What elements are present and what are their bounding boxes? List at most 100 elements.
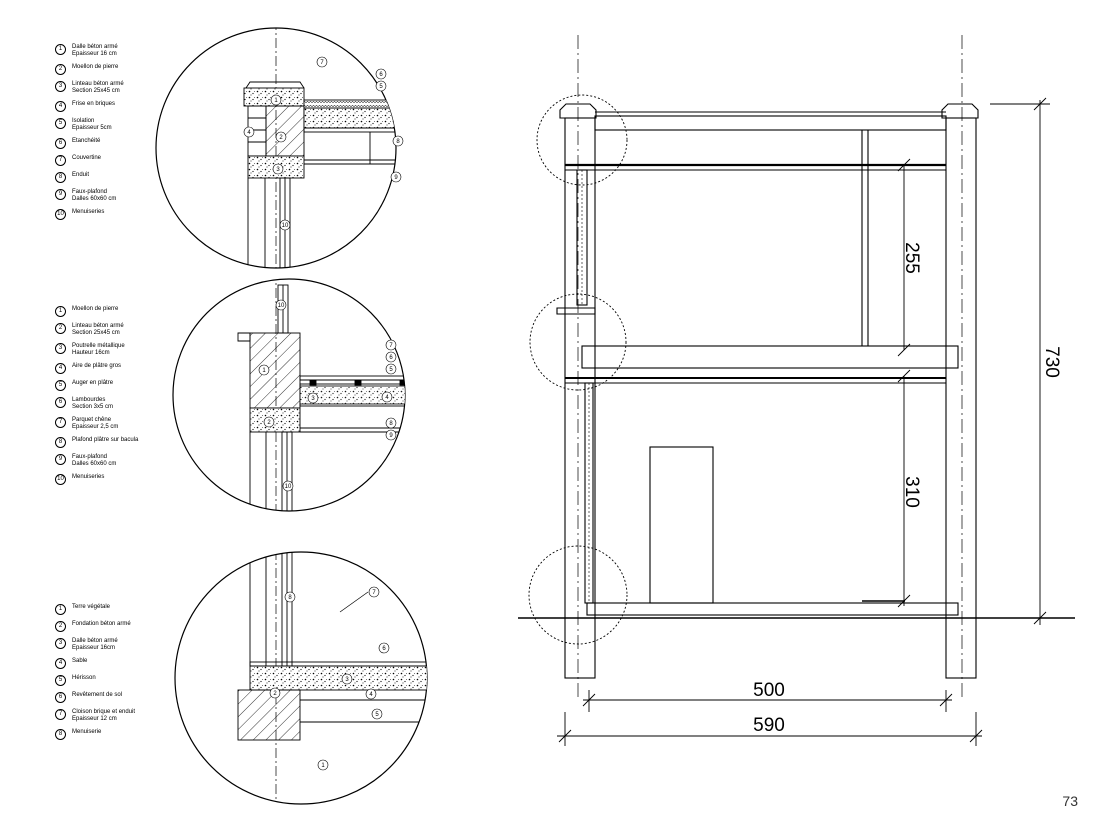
legend-label: Auger en plâtre — [72, 380, 113, 387]
legend-label-line: Hauteur 16cm — [72, 350, 110, 356]
legend-label: Menuiserie — [72, 729, 101, 736]
legend-label-line: Linteau béton armé — [72, 323, 124, 329]
legend-number-badge: 4 — [55, 658, 66, 669]
dimension-ground-floor: 310 — [901, 476, 922, 508]
legend-label-line: Terre végétale — [72, 604, 111, 610]
legend-label: Fondation béton armé — [72, 621, 131, 628]
legend-label-line: Lambourdes — [72, 397, 106, 403]
svg-text:4: 4 — [247, 130, 251, 136]
legend-label: Couvertine — [72, 155, 101, 162]
dimension-lines — [557, 97, 1050, 746]
legend-label-line: Menuiseries — [72, 209, 105, 215]
detail-floor-callouts: 10 7 6 5 1 4 3 2 8 9 10 — [258, 299, 397, 492]
legend-label-line: Fondation béton armé — [72, 621, 131, 627]
legend-number-badge: 5 — [55, 118, 66, 129]
svg-text:6: 6 — [382, 646, 386, 652]
legend-label-line: Epaisseur 12 cm — [72, 716, 117, 722]
dimension-total-height: 730 — [1041, 346, 1062, 378]
legend-item: 4 Sable — [55, 658, 185, 669]
legend-label-line: Linteau béton armé — [72, 81, 124, 87]
detail-floor: 10 7 6 5 1 4 3 2 8 9 10 — [172, 278, 406, 512]
legend-item: 8 Menuiserie — [55, 729, 185, 740]
svg-text:10: 10 — [282, 223, 289, 229]
svg-text:6: 6 — [389, 355, 393, 361]
legend-label: Revêtement de sol — [72, 692, 122, 699]
svg-text:9: 9 — [389, 433, 393, 439]
svg-text:2: 2 — [273, 691, 277, 697]
legend-number-badge: 3 — [55, 638, 66, 649]
legend-label-line: Epaisseur 2,5 cm — [72, 424, 119, 430]
legend-label: Hérisson — [72, 675, 96, 682]
legend-label-line: Revêtement de sol — [72, 692, 123, 698]
legend-label: Menuiseries — [72, 474, 104, 481]
legend-label-line: Sable — [72, 658, 88, 664]
svg-text:5: 5 — [389, 367, 393, 373]
svg-text:1: 1 — [262, 368, 266, 374]
legend-label-line: Menuiserie — [72, 729, 102, 735]
dimension-upper-floor: 255 — [901, 242, 922, 274]
legend-item: 10 Menuiseries — [55, 209, 185, 220]
detail-foundation-callouts: 7 8 6 3 4 2 5 1 — [269, 586, 390, 771]
legend-label-line: Dalle béton armé — [72, 638, 118, 644]
legend-label-line: Section 25x45 cm — [72, 330, 120, 336]
legend-label-line: Dalles 60x60 cm — [72, 461, 117, 467]
svg-text:2: 2 — [267, 420, 271, 426]
svg-text:8: 8 — [389, 421, 393, 427]
legend-label-line: Plafond plâtre sur bacula — [72, 437, 139, 443]
svg-text:7: 7 — [320, 60, 324, 66]
svg-text:6: 6 — [379, 72, 383, 78]
svg-text:5: 5 — [379, 84, 383, 90]
svg-text:10: 10 — [278, 303, 285, 309]
legend-label: Moellon de pierre — [72, 306, 118, 313]
legend-label-line: Aire de plâtre gros — [72, 363, 122, 369]
svg-text:10: 10 — [285, 484, 292, 490]
svg-text:2: 2 — [279, 135, 283, 141]
svg-text:4: 4 — [369, 692, 373, 698]
legend-label-line: Poutrelle métallique — [72, 343, 125, 349]
legend-label: Etanchéité — [72, 138, 100, 145]
detail-foundation: 7 8 6 3 4 2 5 1 — [174, 551, 428, 805]
legend-label-line: Faux-plafond — [72, 189, 108, 195]
legend-label-line: Moellon de pierre — [72, 306, 119, 312]
legend-number-badge: 2 — [55, 64, 66, 75]
svg-text:1: 1 — [321, 763, 325, 769]
legend-number-badge: 8 — [55, 729, 66, 740]
legend-number-badge: 10 — [55, 209, 66, 220]
legend-label-line: Hérisson — [72, 675, 96, 681]
legend-label-line: Couvertine — [72, 155, 102, 161]
legend-number-badge: 3 — [55, 343, 66, 354]
building-section — [518, 35, 1075, 700]
legend-label: Plafond plâtre sur bacula — [72, 437, 138, 444]
legend-label: Moellon de pierre — [72, 64, 118, 71]
svg-text:9: 9 — [394, 175, 398, 181]
dimension-inner-width: 500 — [753, 680, 785, 701]
legend-label-line: Section 3x5 cm — [72, 404, 114, 410]
detail-roof: 7 6 5 1 4 2 8 3 9 10 — [155, 27, 404, 269]
legend-label: Frise en briques — [72, 101, 115, 108]
legend-number-badge: 9 — [55, 454, 66, 465]
svg-text:7: 7 — [372, 590, 376, 596]
legend-label-line: Epaisseur 5cm — [72, 125, 112, 131]
legend-number-badge: 8 — [55, 437, 66, 448]
